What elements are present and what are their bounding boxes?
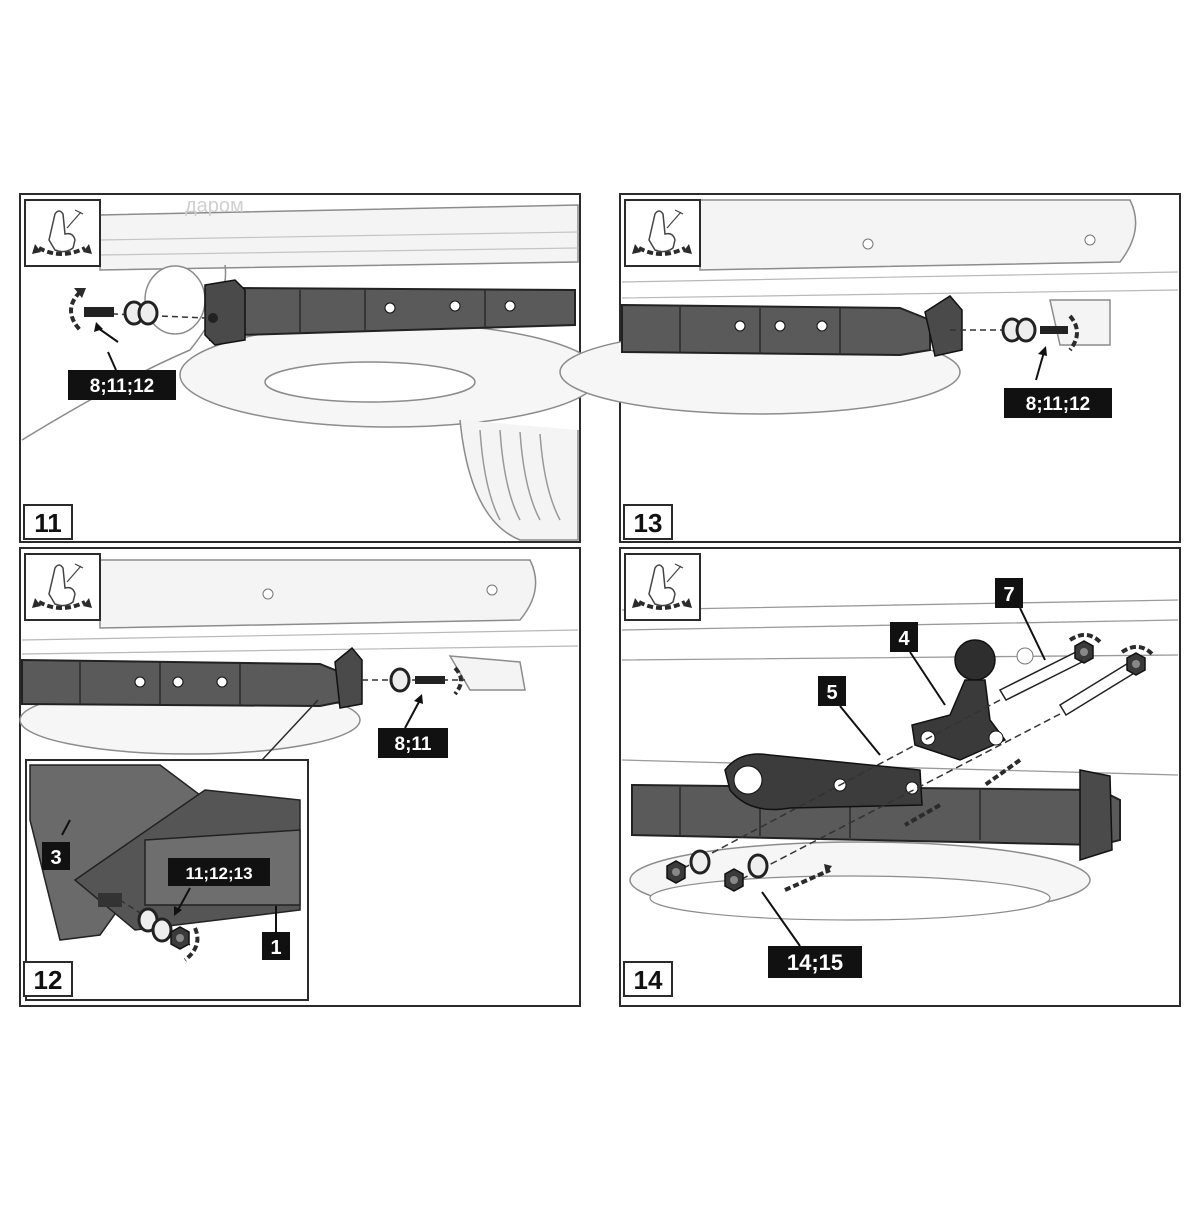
tow-bar-crossbeam: [21, 658, 351, 708]
callout-label: [42, 842, 70, 870]
bumper-body: [699, 199, 1137, 271]
panel-step-14: 7 4 5 14;15 14: [619, 547, 1181, 1007]
callout-text: 1: [270, 937, 281, 959]
torque-hand-icon: [23, 198, 102, 268]
step-number-box: [23, 961, 73, 997]
callout-label: [995, 578, 1023, 608]
watermark: даром: [185, 195, 244, 217]
step-number-box: [623, 961, 673, 997]
callout-label: [378, 728, 448, 758]
callout-text: 3: [50, 847, 61, 869]
step-number: 13: [634, 508, 663, 538]
torque-hand-icon: [623, 198, 702, 268]
tow-ball: [954, 639, 996, 681]
callout-text: 8;11: [395, 734, 432, 755]
nut: [724, 868, 744, 892]
nut: [666, 860, 686, 884]
ball-hitch: [911, 679, 1007, 761]
callout-label: [168, 858, 270, 886]
callout-text: 14;15: [787, 950, 843, 975]
callout-label: [68, 370, 176, 400]
callout-label: [768, 946, 862, 978]
step-number-box: [623, 504, 673, 540]
panel-step-13: 8;11;12 13: [559, 193, 1181, 543]
panel-step-12: 8;11 3 11;12;13 1 12: [19, 547, 581, 1007]
callout-text: 4: [898, 628, 910, 650]
bumper-body: [99, 204, 579, 271]
bumper-body: [99, 559, 537, 629]
callout-text: 5: [826, 682, 837, 704]
callout-label: [1004, 388, 1112, 418]
callout-text: 7: [1003, 584, 1014, 606]
torque-hand-icon: [623, 552, 702, 622]
callout-text: 8;11;12: [90, 376, 154, 397]
step-number-box: [23, 504, 73, 540]
callout-text: 11;12;13: [185, 864, 252, 883]
tow-bar-crossbeam: [621, 303, 931, 357]
callout-label: [890, 622, 918, 652]
bolt: [1040, 326, 1068, 334]
step-number: 14: [634, 965, 663, 995]
panel-step-11: 8;11;12 11: [19, 193, 601, 543]
step-number: 11: [34, 508, 62, 538]
torque-hand-icon: [23, 552, 102, 622]
bolt: [415, 676, 445, 684]
callout-label: [818, 676, 846, 706]
step-number: 12: [34, 965, 63, 995]
nut: [170, 926, 190, 950]
bolt: [84, 307, 114, 317]
callout-text: 8;11;12: [1026, 394, 1090, 415]
callout-label: [262, 932, 290, 960]
